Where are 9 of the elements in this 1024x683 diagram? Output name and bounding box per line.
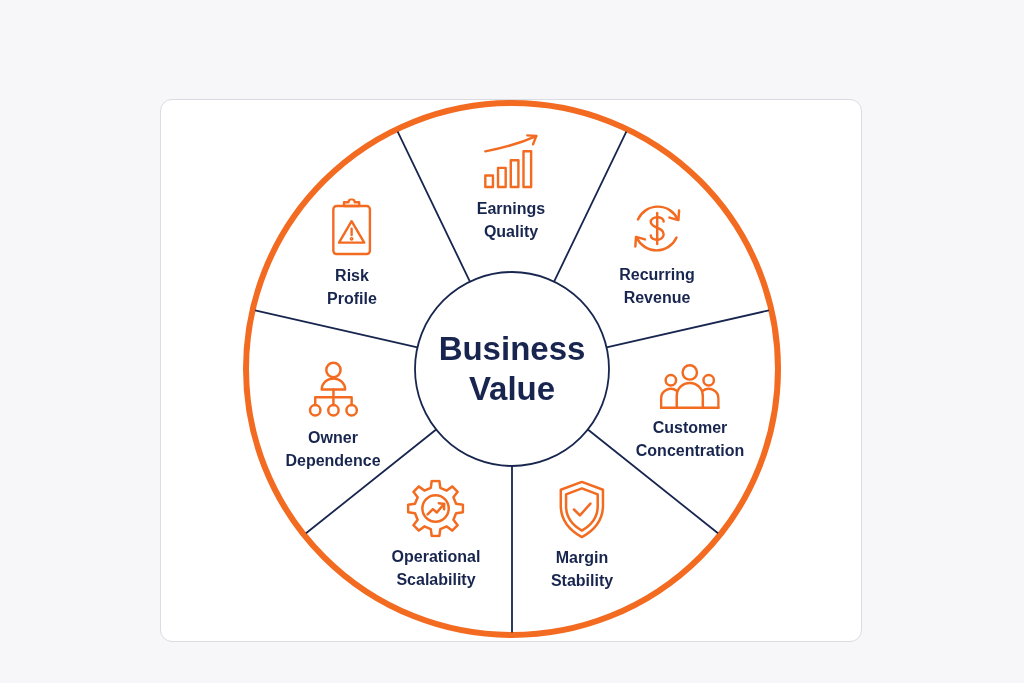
hub-circle: [414, 271, 610, 467]
segment-label: Risk Profile: [327, 265, 377, 309]
segment-label: Customer Concentration: [635, 418, 745, 461]
hub-label: Business Value: [438, 329, 586, 409]
segment-label: Margin Stability: [550, 547, 614, 591]
segment-label: Operational Scalability: [391, 546, 481, 590]
segment-label: Recurring Revenue: [619, 264, 695, 308]
segment-label: Owner Dependence: [285, 427, 381, 471]
segment-label: Earnings Quality: [476, 198, 546, 242]
